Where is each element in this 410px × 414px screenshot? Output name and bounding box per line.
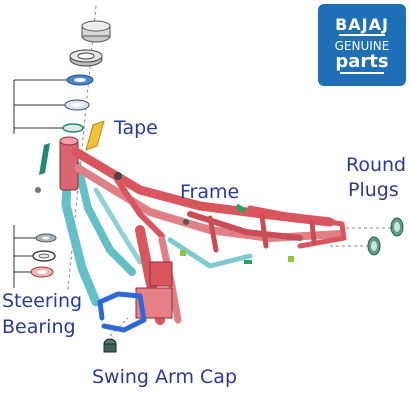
frame-label: Frame (180, 181, 240, 203)
steering-bearing-label-line1: Steering (2, 290, 83, 312)
steering-bearing-label-line2: Bearing (2, 316, 76, 338)
round-plugs-label-line2: Plugs (348, 179, 399, 201)
round-plugs (367, 217, 404, 256)
tape-label: Tape (114, 117, 158, 139)
logo-brand: BAJAJ (335, 15, 389, 34)
frame-sticker (39, 143, 50, 175)
round-plugs-label-line1: Round (346, 154, 407, 176)
swing-arm-cap-label: Swing Arm Cap (92, 366, 238, 388)
steering-top-stack (62, 20, 111, 133)
logo-line2: parts (335, 51, 389, 72)
bajaj-genuine-parts-logo: BAJAJ GENUINE parts (318, 4, 406, 86)
logo-line1: GENUINE (334, 39, 390, 53)
tape-strip (85, 120, 105, 151)
steering-lower-stack (30, 233, 57, 278)
swing-arm-cap (103, 338, 117, 353)
upper-cone (62, 123, 84, 133)
frame-assembly (35, 136, 347, 333)
